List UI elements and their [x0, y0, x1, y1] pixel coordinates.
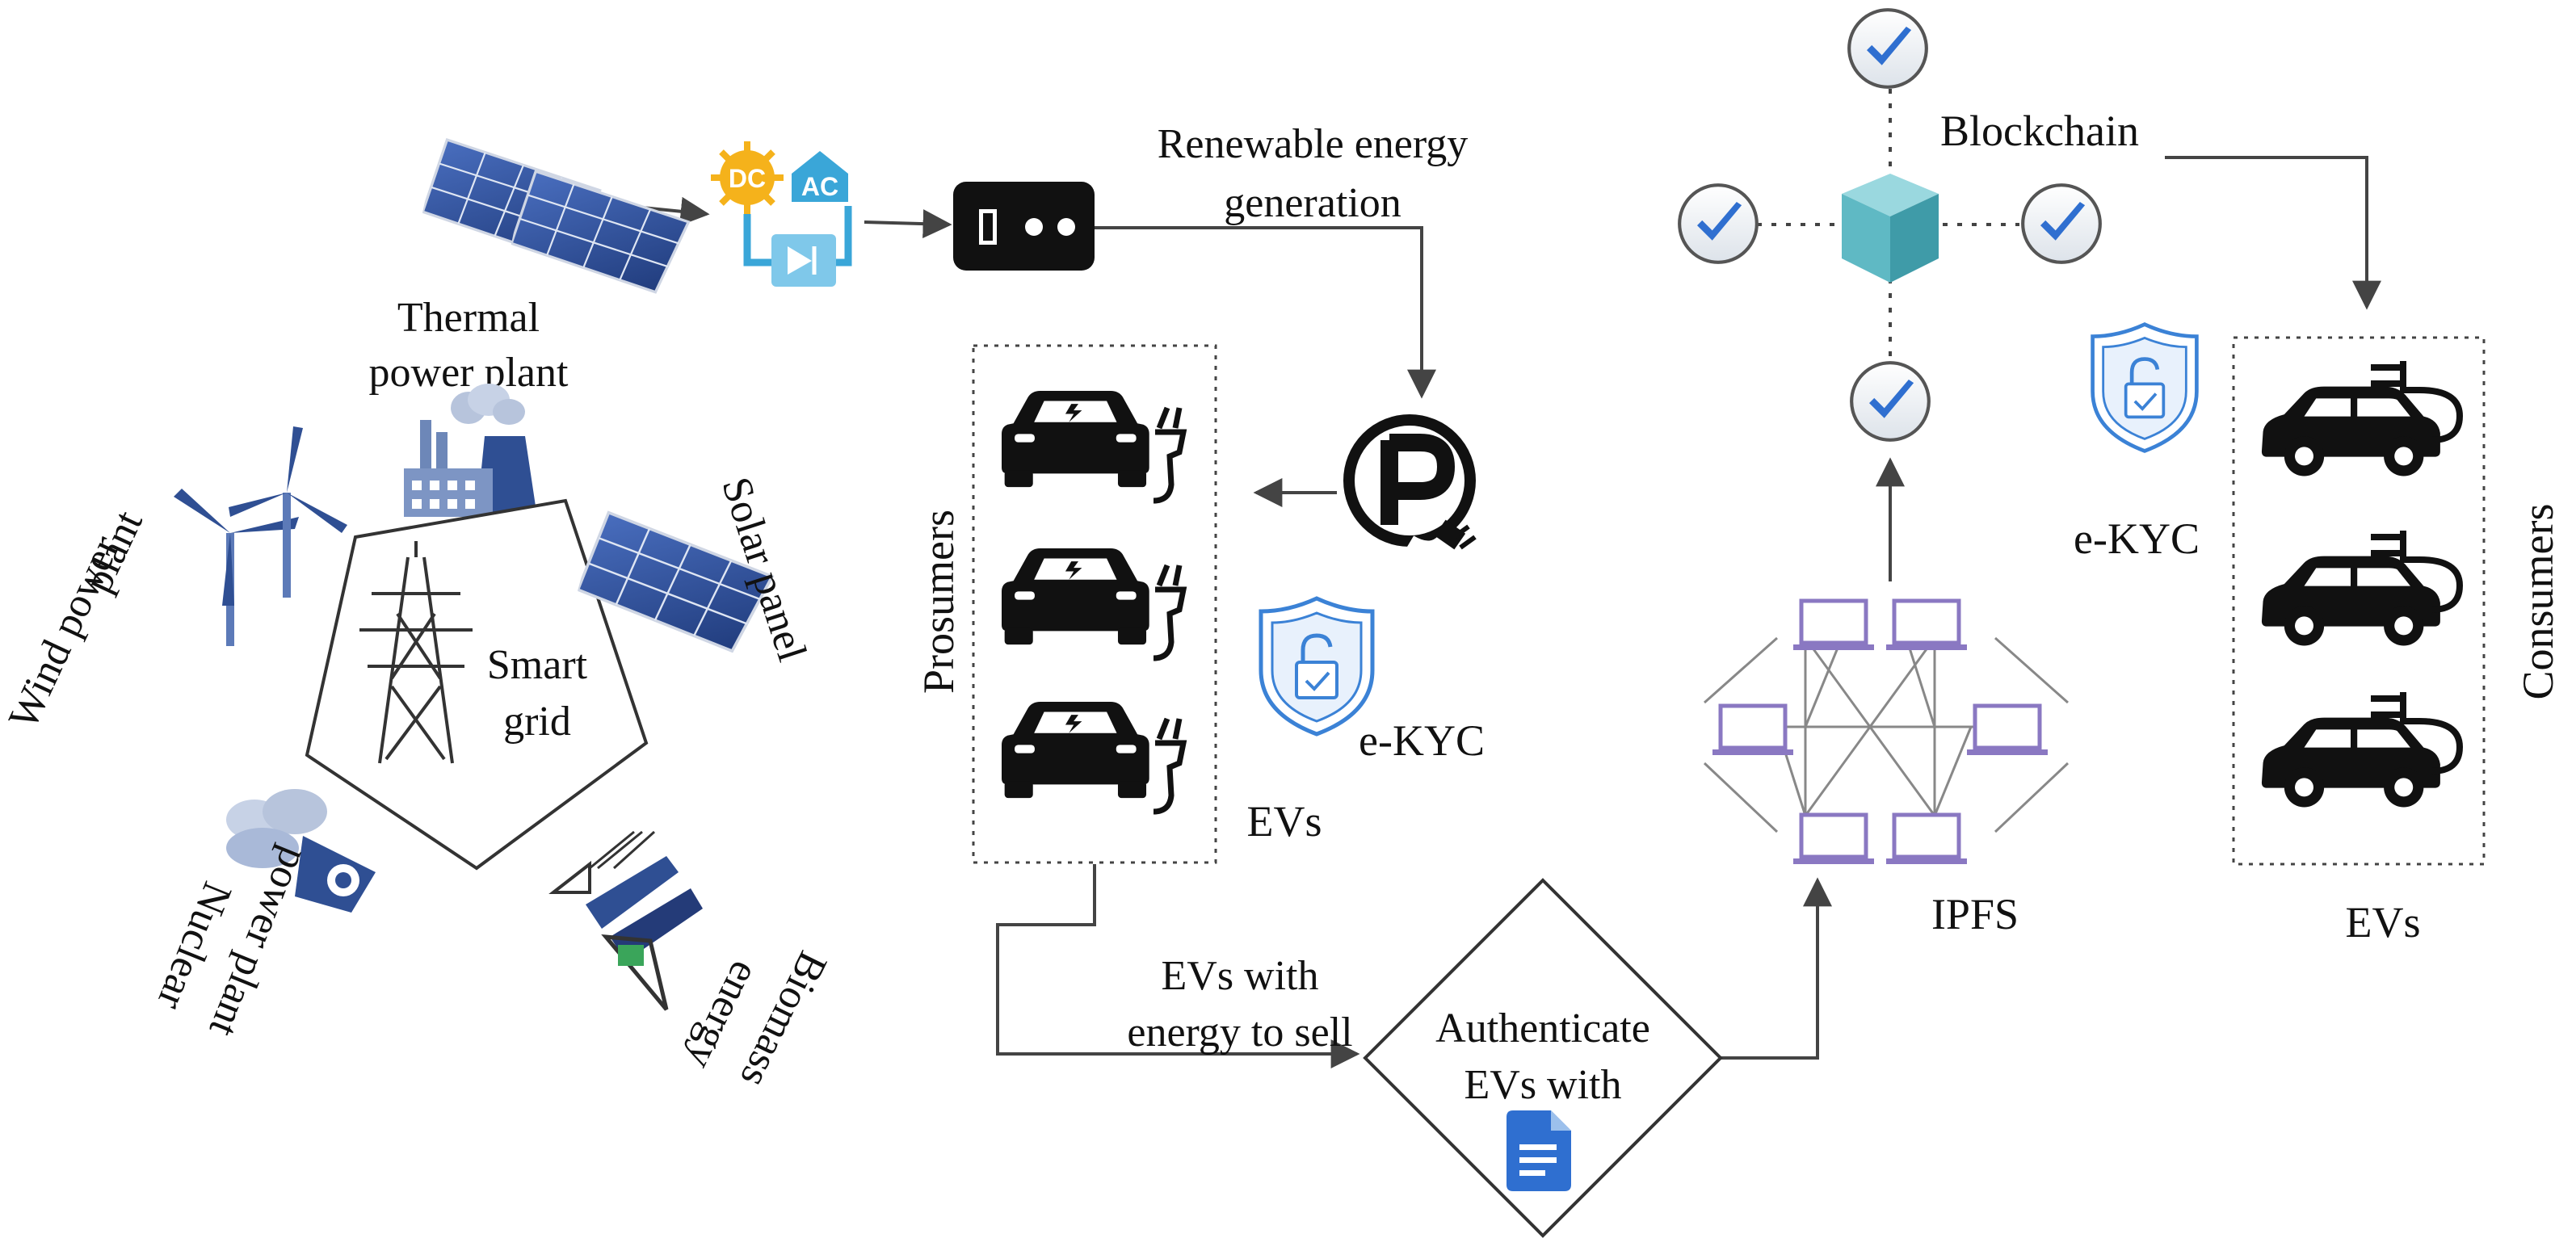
ekyc-shield-icon: [2093, 325, 2197, 451]
connectors: [625, 156, 2381, 1068]
verified-check-icon: [1849, 10, 1927, 87]
electric-car-icon: [1002, 391, 1149, 488]
authenticate-label-2: EVs with: [1464, 1062, 1622, 1108]
prosumer-ev-3: [1002, 702, 1187, 815]
computer-node-icon: [1886, 815, 1967, 864]
arrow-meter-to-charging: [1095, 226, 1436, 399]
electric-car-icon: [2261, 717, 2440, 808]
prosumer-evs: [1002, 391, 1187, 815]
computer-node-icon: [1886, 601, 1967, 650]
wind-turbine-icon: [174, 426, 347, 646]
computer-node-icon: [1712, 706, 1793, 755]
computer-node-icon: [1793, 601, 1874, 650]
solar-array-top: [418, 136, 694, 297]
electric-car-icon: [1002, 548, 1149, 645]
consumers-label: Consumers: [2514, 504, 2562, 700]
consumer-ev-2: [2261, 531, 2464, 646]
ac-label: AC: [801, 172, 838, 201]
transmission-tower-icon: [359, 541, 473, 764]
arrow-auth-to-ipfs: [1721, 877, 1832, 1060]
thermal-plant-icon: [404, 384, 537, 517]
consumer-ev-1: [2261, 361, 2464, 476]
electric-car-icon: [1002, 702, 1149, 799]
arrow-blockchain-to-consumers: [2165, 156, 2381, 310]
prosumer-ev-1: [1002, 391, 1187, 504]
smart-grid-label-2: grid: [503, 699, 571, 745]
prosumer-ev-2: [1002, 548, 1187, 661]
ekyc-left-label: e-KYC: [1359, 716, 1485, 765]
blockchain-label: Blockchain: [1940, 107, 2139, 155]
thermal-label-1: Thermal: [397, 295, 540, 341]
ipfs-network: [1703, 601, 2070, 864]
evs-right-label: EVs: [2346, 898, 2421, 946]
electric-car-icon: [2261, 556, 2440, 646]
prosumers-label: Prosumers: [914, 510, 963, 694]
dc-label: DC: [729, 164, 766, 193]
verified-check-icon: [1851, 363, 1929, 440]
ipfs-label: IPFS: [1931, 890, 2019, 938]
blockchain-cube-icon: [1842, 174, 1939, 283]
evs-sell-label-2: energy to sell: [1127, 1009, 1352, 1056]
computer-node-icon: [1793, 815, 1874, 864]
document-icon: [1507, 1110, 1571, 1191]
smart-meter-icon: [953, 182, 1095, 271]
consumer-evs: [2261, 361, 2464, 808]
biomass-icon: [548, 830, 703, 1011]
arrow-inverter-to-meter: [864, 209, 952, 239]
evs-sell-label-1: EVs with: [1162, 953, 1319, 999]
evs-left-label: EVs: [1247, 797, 1322, 846]
verified-check-icon: [1679, 185, 1757, 262]
electric-car-icon: [2261, 386, 2440, 476]
ekyc-shield-icon: [1261, 598, 1372, 734]
ekyc-right-label: e-KYC: [2074, 514, 2200, 563]
authenticate-label-1: Authenticate: [1435, 1005, 1650, 1051]
prosumers-box: [972, 344, 1217, 864]
verified-check-icon: [2023, 185, 2100, 262]
dc-ac-inverter-icon: DC AC: [711, 141, 852, 287]
smart-grid-label-1: Smart: [487, 642, 588, 688]
authenticate-diamond: [1363, 878, 1723, 1238]
arrow-prosumers-to-auth: [996, 864, 1360, 1068]
renewable-label-1: Renewable energy: [1158, 121, 1469, 167]
thermal-label-2: power plant: [369, 350, 569, 396]
renewable-label-2: generation: [1224, 180, 1401, 226]
consumer-ev-3: [2261, 692, 2464, 808]
computer-node-icon: [1967, 706, 2048, 755]
nuclear-plant-icon: [226, 789, 376, 913]
charging-station-icon: [1343, 414, 1477, 557]
